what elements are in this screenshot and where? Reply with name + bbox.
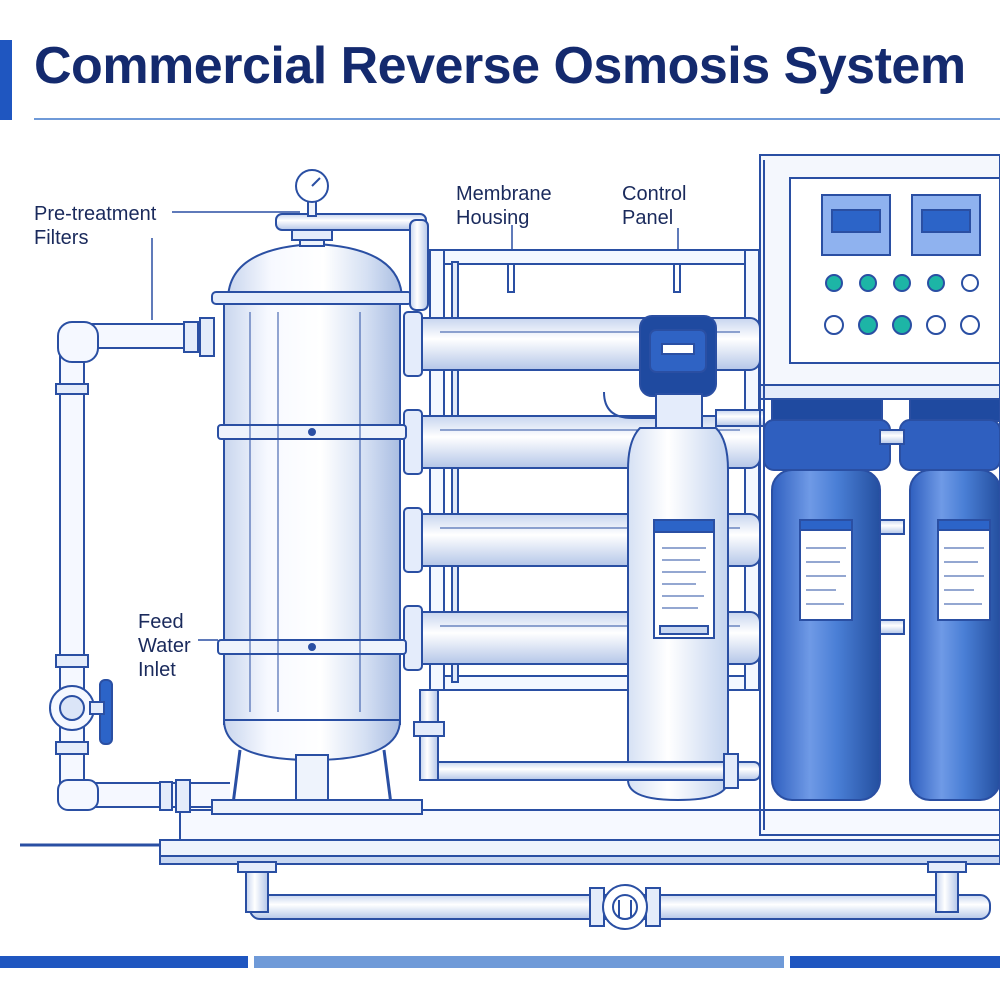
label-pretreatment-filters: Pre-treatment Filters — [34, 203, 157, 249]
title-divider — [34, 118, 1000, 120]
cartridge-connectors — [879, 429, 905, 635]
footer-bar-right — [790, 956, 1000, 968]
cartridge-filter-2 — [899, 394, 1000, 801]
control-display-1 — [821, 194, 891, 256]
title-accent-bar — [0, 40, 12, 120]
label-membrane-housing: Membrane Housing — [456, 183, 552, 229]
label-feed-water-inlet: Feed Water Inlet — [138, 611, 191, 681]
control-buttons — [824, 274, 980, 335]
footer-bar-left — [0, 956, 248, 968]
flow-meter-icon — [589, 884, 661, 930]
white-pressure-vessel — [603, 315, 765, 802]
lower-manifold — [413, 689, 761, 789]
control-display-2 — [911, 194, 981, 256]
valve-handle-icon — [49, 679, 113, 745]
pretreatment-tank — [211, 213, 429, 815]
page-title: Commercial Reverse Osmosis System — [34, 37, 966, 95]
base-skid — [20, 809, 1000, 865]
footer-bar-middle — [254, 956, 784, 968]
feed-piping — [55, 317, 230, 813]
label-control-panel: Control Panel — [622, 183, 687, 229]
cartridge-filter-1 — [763, 394, 891, 801]
pressure-gauge-icon — [295, 169, 329, 217]
